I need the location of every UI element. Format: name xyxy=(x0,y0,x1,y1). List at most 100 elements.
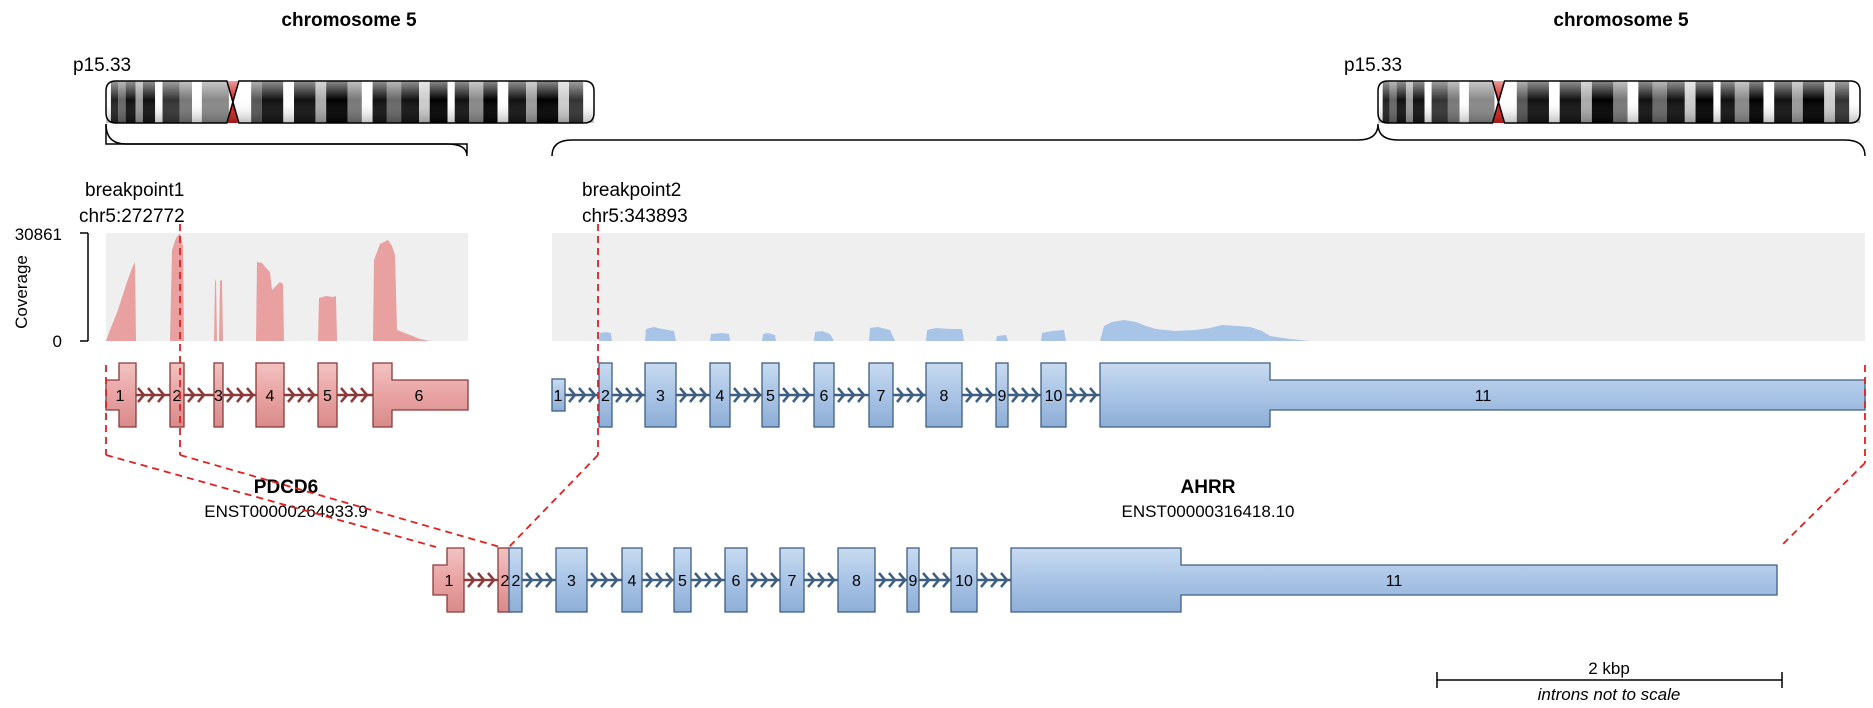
gene1-exon xyxy=(213,362,224,428)
intron-chevron xyxy=(1031,387,1040,403)
gene2-exon-label: 7 xyxy=(877,388,886,405)
chromosome-ideogram-left xyxy=(105,80,595,124)
gene2-transcript: ENST00000316418.10 xyxy=(1122,502,1295,521)
breakpoint1-position: chr5:272772 xyxy=(79,206,185,227)
scale-bar-note: introns not to scale xyxy=(1538,685,1681,704)
gene2-exon xyxy=(995,362,1009,428)
intron-chevron xyxy=(297,387,306,403)
intron-chevron xyxy=(568,387,577,403)
gene2-exon-label: 5 xyxy=(766,388,775,405)
scale-bar xyxy=(1436,672,1783,688)
fusion-exon xyxy=(555,547,588,613)
fusion-exon xyxy=(724,547,748,613)
gene2-exon xyxy=(598,362,613,428)
intron-chevron xyxy=(743,387,752,403)
intron-chevron xyxy=(679,387,688,403)
gene2-exon xyxy=(551,378,566,412)
connector-gene2-end-diag xyxy=(1779,462,1866,548)
intron-chevron xyxy=(888,572,897,588)
fusion-exon xyxy=(950,547,978,613)
chromosome-gloss xyxy=(106,81,594,123)
fusion-exon-label: 4 xyxy=(628,573,637,590)
intron-chevron xyxy=(689,387,698,403)
intron-chevron xyxy=(467,572,476,588)
intron-chevron xyxy=(817,572,826,588)
fusion-exon-label: 8 xyxy=(852,573,861,590)
coverage-min-label: 0 xyxy=(53,332,62,351)
intron-chevron xyxy=(770,572,779,588)
gene2-exon xyxy=(813,362,835,428)
chromosome-outline xyxy=(1377,80,1861,124)
intron-chevron xyxy=(942,572,951,588)
intron-chevron xyxy=(588,387,597,403)
chromosome-right-title: chromosome 5 xyxy=(1553,10,1689,31)
intron-chevron xyxy=(898,572,907,588)
intron-chevron xyxy=(878,572,887,588)
gene2-exon-label: 8 xyxy=(940,388,949,405)
intron-chevron xyxy=(704,572,713,588)
fusion-exon xyxy=(837,547,876,613)
intron-chevron xyxy=(922,572,931,588)
intron-chevron xyxy=(226,387,235,403)
intron-chevron xyxy=(807,572,816,588)
gene2-exon xyxy=(1040,362,1067,428)
intron-chevron xyxy=(157,387,166,403)
intron-chevron xyxy=(782,387,791,403)
chromosome-outline xyxy=(105,80,595,124)
chromosome-ideogram-right xyxy=(1377,80,1861,124)
intron-chevron xyxy=(197,387,206,403)
intron-chevron xyxy=(535,572,544,588)
intron-chevron xyxy=(965,387,974,403)
fusion-exon-label: 5 xyxy=(678,573,687,590)
intron-chevron xyxy=(307,387,316,403)
intron-chevron xyxy=(916,387,925,403)
gene1-exon-label: 3 xyxy=(214,388,223,405)
coverage-axis xyxy=(80,232,89,342)
fusion-exon-label: 6 xyxy=(732,573,741,590)
gene2-exon-label: 11 xyxy=(1475,388,1492,405)
chromosome-left-title: chromosome 5 xyxy=(281,10,417,31)
intron-chevron xyxy=(1079,387,1088,403)
gene2-exon xyxy=(868,362,894,428)
gene2-exon xyxy=(1099,362,1866,428)
zoom-bracket-right xyxy=(551,123,1866,157)
intron-chevron xyxy=(906,387,915,403)
fusion-exon xyxy=(621,547,643,613)
fusion-exon-label: 11 xyxy=(1386,573,1403,590)
intron-chevron xyxy=(645,572,654,588)
fusion-exon-label: 3 xyxy=(567,573,576,590)
intron-chevron xyxy=(187,387,196,403)
gene2-exon-label: 6 xyxy=(820,388,829,405)
intron-chevron xyxy=(985,387,994,403)
gene2-exon-label: 4 xyxy=(716,388,725,405)
gene1-exon-label: 6 xyxy=(415,388,424,405)
chromosome-gloss xyxy=(1378,81,1860,123)
intron-chevron xyxy=(578,387,587,403)
gene2-exon-label: 3 xyxy=(656,388,665,405)
fusion-exon xyxy=(508,547,523,613)
intron-chevron xyxy=(487,572,496,588)
intron-chevron xyxy=(733,387,742,403)
gene1-exon-label: 1 xyxy=(116,388,125,405)
intron-chevron xyxy=(1089,387,1098,403)
intron-chevron xyxy=(760,572,769,588)
intron-chevron xyxy=(802,387,811,403)
chromosome-left-band: p15.33 xyxy=(73,55,131,76)
coverage-track-right xyxy=(599,320,1310,341)
fusion-exon-label: 7 xyxy=(788,573,797,590)
connector-bp2-diag xyxy=(508,454,599,548)
fusion-exon xyxy=(673,547,692,613)
intron-chevron xyxy=(545,572,554,588)
intron-chevron xyxy=(350,387,359,403)
intron-chevron xyxy=(980,572,989,588)
breakpoint2-position: chr5:343893 xyxy=(582,206,688,227)
intron-chevron xyxy=(340,387,349,403)
intron-chevron xyxy=(694,572,703,588)
coverage-panel-right xyxy=(552,233,1865,341)
zoom-bracket-left-curve xyxy=(105,123,468,157)
intron-chevron xyxy=(615,387,624,403)
intron-chevron xyxy=(857,387,866,403)
